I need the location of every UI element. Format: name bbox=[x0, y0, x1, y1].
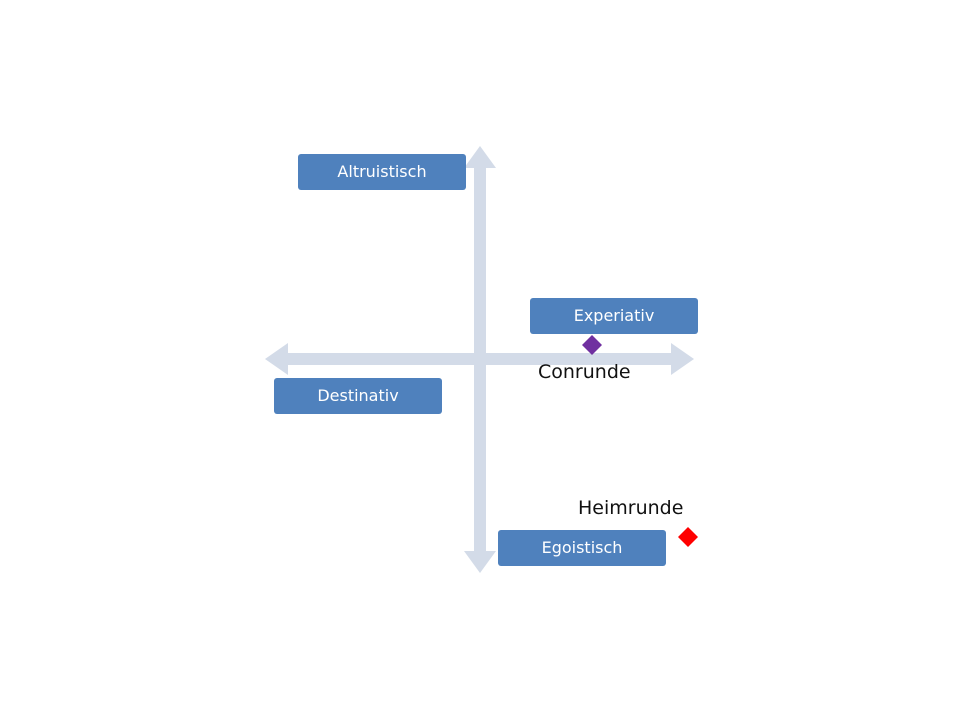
heimrunde-label: Heimrunde bbox=[578, 497, 684, 519]
conrunde-label: Conrunde bbox=[538, 361, 631, 383]
heimrunde-marker bbox=[678, 527, 698, 547]
destinativ-box: Destinativ bbox=[274, 378, 442, 414]
altruistisch-box: Altruistisch bbox=[298, 154, 466, 190]
egoistisch-box: Egoistisch bbox=[498, 530, 666, 566]
horizontal-axis-arrow bbox=[265, 343, 694, 375]
experiativ-box: Experiativ bbox=[530, 298, 698, 334]
conrunde-marker bbox=[582, 335, 602, 355]
